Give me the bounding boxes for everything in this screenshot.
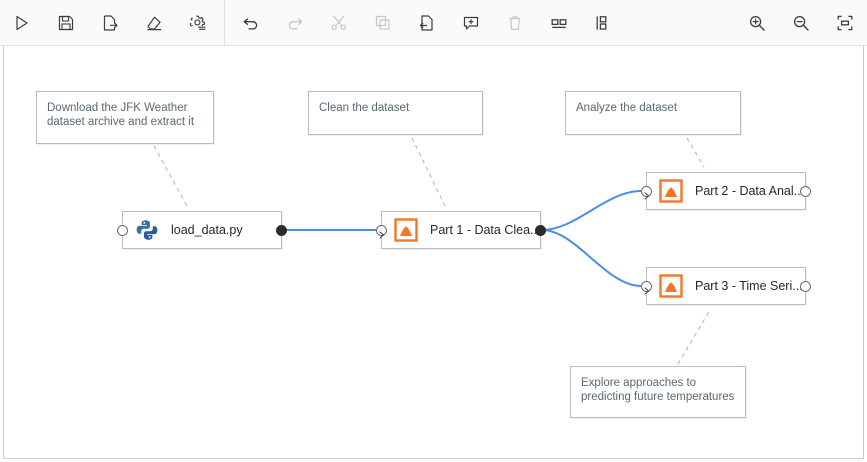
run-button[interactable] [0, 0, 44, 46]
copy-icon [374, 14, 392, 32]
comment-link-clean [411, 137, 446, 207]
toolbar [0, 0, 867, 46]
comment-text: Download the JFK Weather dataset archive… [47, 102, 195, 128]
gear-icon [189, 14, 207, 32]
notebook-icon [658, 273, 684, 299]
node-input-port[interactable] [376, 224, 387, 236]
comment-text: Explore approaches to predicting future … [581, 377, 735, 403]
comment-text: Analyze the dataset [576, 102, 678, 114]
undo-button[interactable] [229, 0, 273, 46]
comment-box[interactable]: Explore approaches to predicting future … [570, 366, 746, 418]
arrange-horizontal-icon [550, 14, 568, 32]
zoom-out-button[interactable] [779, 0, 823, 46]
node-part-1[interactable]: Part 1 - Data Clea... [376, 211, 546, 249]
paste-button[interactable] [405, 0, 449, 46]
redo-icon [286, 14, 304, 32]
node-label: Part 1 - Data Clea... [430, 223, 540, 237]
export-icon [101, 14, 119, 32]
node-label: Part 3 - Time Seri... [695, 279, 803, 293]
delete-button[interactable] [493, 0, 537, 46]
toolbar-group-edit [229, 0, 625, 46]
trash-icon [506, 14, 524, 32]
save-button[interactable] [44, 0, 88, 46]
node-load-data[interactable]: load_data.py [117, 211, 287, 249]
toolbar-divider [224, 0, 225, 46]
zoom-to-fit-button[interactable] [823, 0, 867, 46]
python-icon [134, 217, 160, 243]
zoom-in-icon [748, 14, 766, 32]
node-input-port[interactable] [641, 280, 652, 292]
link-part1-to-part3 [541, 229, 642, 287]
copy-button[interactable] [361, 0, 405, 46]
node-output-port[interactable] [276, 224, 287, 236]
link-part1-to-part2 [541, 190, 642, 231]
play-icon [13, 14, 31, 32]
comment-box[interactable]: Analyze the dataset [565, 91, 741, 135]
node-output-port[interactable] [800, 185, 811, 197]
comment-link-analyze [686, 137, 705, 168]
toolbar-group-zoom [735, 0, 867, 46]
scissors-icon [330, 14, 348, 32]
cut-button[interactable] [317, 0, 361, 46]
node-output-port[interactable] [535, 224, 546, 236]
node-part-2[interactable]: Part 2 - Data Anal... [641, 172, 811, 210]
node-label: load_data.py [171, 223, 243, 237]
zoom-in-button[interactable] [735, 0, 779, 46]
node-part-3[interactable]: Part 3 - Time Seri... [641, 267, 811, 305]
add-comment-button[interactable] [449, 0, 493, 46]
node-input-port[interactable] [117, 224, 128, 236]
save-icon [57, 14, 75, 32]
comment-box[interactable]: Clean the dataset [308, 91, 483, 135]
comment-link-explore [677, 309, 711, 365]
toolbar-group-file [0, 0, 220, 46]
node-input-port[interactable] [641, 185, 652, 197]
comment-connector-lines [153, 137, 711, 365]
zoom-to-fit-icon [836, 14, 854, 32]
clear-button[interactable] [132, 0, 176, 46]
properties-button[interactable] [176, 0, 220, 46]
notebook-icon [658, 178, 684, 204]
comment-plus-icon [462, 14, 480, 32]
pipeline-canvas[interactable]: Download the JFK Weather dataset archive… [3, 46, 864, 459]
zoom-out-icon [792, 14, 810, 32]
node-label: Part 2 - Data Anal... [695, 184, 805, 198]
paste-icon [418, 14, 436, 32]
redo-button[interactable] [273, 0, 317, 46]
arrange-vertical-icon [594, 14, 612, 32]
export-button[interactable] [88, 0, 132, 46]
comment-link-download [153, 145, 188, 207]
comment-box[interactable]: Download the JFK Weather dataset archive… [36, 91, 214, 144]
arrange-horizontal-button[interactable] [537, 0, 581, 46]
comment-text: Clean the dataset [319, 102, 410, 114]
node-output-port[interactable] [800, 280, 811, 292]
undo-icon [242, 14, 260, 32]
eraser-icon [145, 14, 163, 32]
arrange-vertical-button[interactable] [581, 0, 625, 46]
notebook-icon [393, 217, 419, 243]
